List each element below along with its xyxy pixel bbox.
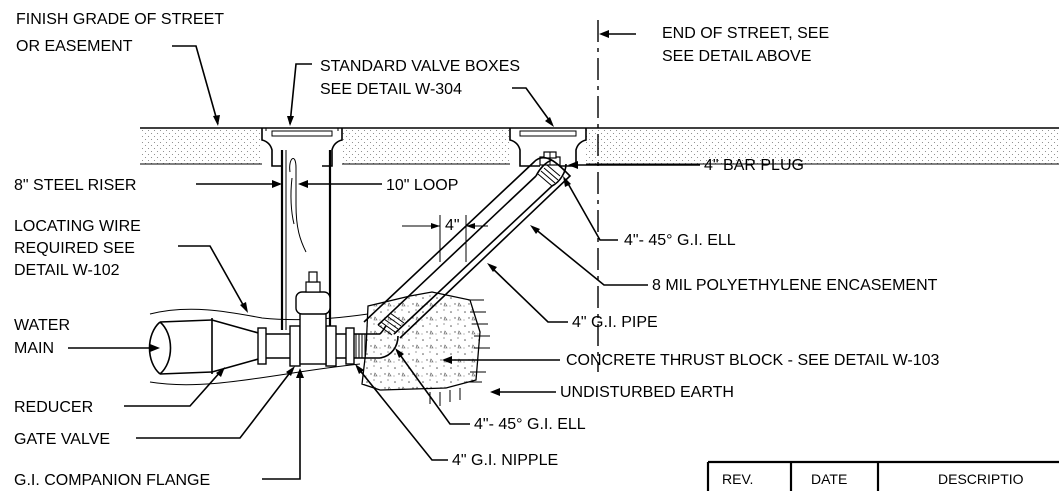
label-dimension-4in: 4" <box>445 217 460 234</box>
label-locating-wire-3: DETAIL W-102 <box>14 262 120 279</box>
water-main-assembly <box>148 271 399 386</box>
label-polyethylene-encasement: 8 MIL POLYETHYLENE ENCASEMENT <box>652 277 938 294</box>
label-10in-loop: 10" LOOP <box>386 177 458 194</box>
label-water-main-2: MAIN <box>14 340 54 357</box>
label-locating-wire-2: REQUIRED SEE <box>14 240 135 257</box>
revision-header-rev: REV. <box>722 471 753 487</box>
label-undisturbed-earth: UNDISTURBED EARTH <box>560 384 734 401</box>
label-locating-wire-1: LOCATING WIRE <box>14 218 141 235</box>
dimension-4in <box>402 215 488 262</box>
concrete-thrust-block <box>361 291 481 391</box>
revision-header-description: DESCRIPTIO <box>938 471 1024 487</box>
label-finish-grade-1: FINISH GRADE OF STREET <box>16 11 224 28</box>
street-pavement <box>140 126 1059 166</box>
label-gi-nipple: 4" G.I. NIPPLE <box>452 452 558 469</box>
label-companion-flange: G.I. COMPANION FLANGE <box>14 472 210 489</box>
label-steel-riser: 8" STEEL RISER <box>14 177 136 194</box>
label-ell-bottom: 4"- 45° G.I. ELL <box>474 416 586 433</box>
leader-lines <box>68 30 700 480</box>
diagonal-gi-pipe <box>363 156 572 339</box>
label-water-main-1: WATER <box>14 317 70 334</box>
revision-table: REV. DATE DESCRIPTIO <box>706 460 1059 491</box>
label-thrust-block: CONCRETE THRUST BLOCK - SEE DETAIL W-103 <box>566 352 940 369</box>
valve-box-left <box>261 128 343 167</box>
label-valve-boxes-1: STANDARD VALVE BOXES <box>320 58 520 75</box>
label-end-of-street-1: END OF STREET, SEE <box>662 25 829 42</box>
label-gi-pipe: 4" G.I. PIPE <box>572 314 658 331</box>
label-gate-valve: GATE VALVE <box>14 431 110 448</box>
label-bar-plug: 4" BAR PLUG <box>704 157 804 174</box>
callout-labels: FINISH GRADE OF STREET OR EASEMENT STAND… <box>14 11 940 489</box>
label-valve-boxes-2: SEE DETAIL W-304 <box>320 81 462 98</box>
label-end-of-street-2: SEE DETAIL ABOVE <box>662 48 811 65</box>
label-finish-grade-2: OR EASEMENT <box>16 38 133 55</box>
label-ell-top: 4"- 45° G.I. ELL <box>624 232 736 249</box>
label-reducer: REDUCER <box>14 399 93 416</box>
revision-header-date: DATE <box>811 471 847 487</box>
